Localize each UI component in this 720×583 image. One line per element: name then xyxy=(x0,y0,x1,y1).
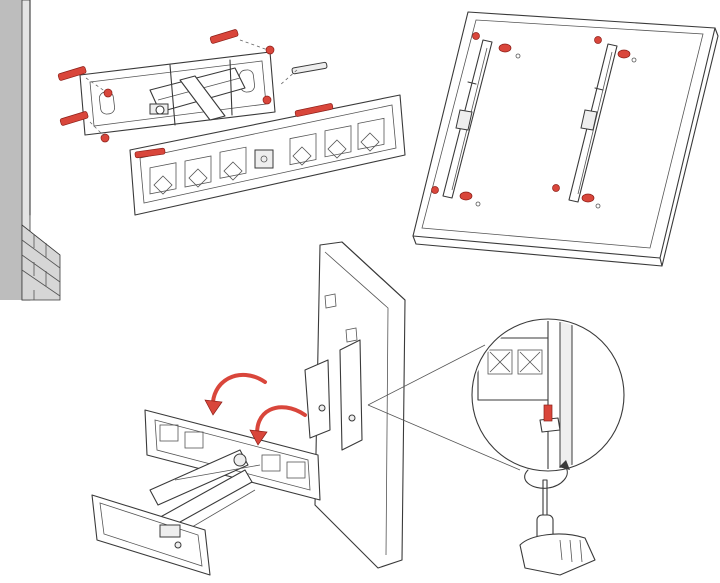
wall-bracket-exploded xyxy=(79,51,406,216)
wall-panel xyxy=(0,0,61,301)
tv-side-view xyxy=(304,241,406,569)
right-mounting-rail xyxy=(568,43,618,203)
detail-magnifier xyxy=(471,318,625,472)
plate-windows xyxy=(149,117,385,195)
rotate-clockwise-icon xyxy=(524,460,570,489)
screwdriver-hand xyxy=(519,479,596,576)
curved-arrow-icon xyxy=(204,372,307,446)
wall-anchors xyxy=(57,29,334,159)
tv-screws xyxy=(431,32,637,209)
left-mounting-rail xyxy=(442,39,493,199)
zoom-callout-lines xyxy=(367,344,521,471)
bracket-rotation-assembly xyxy=(91,409,321,576)
tv-back-panel xyxy=(412,11,719,267)
brick-wall-corner xyxy=(21,224,61,301)
